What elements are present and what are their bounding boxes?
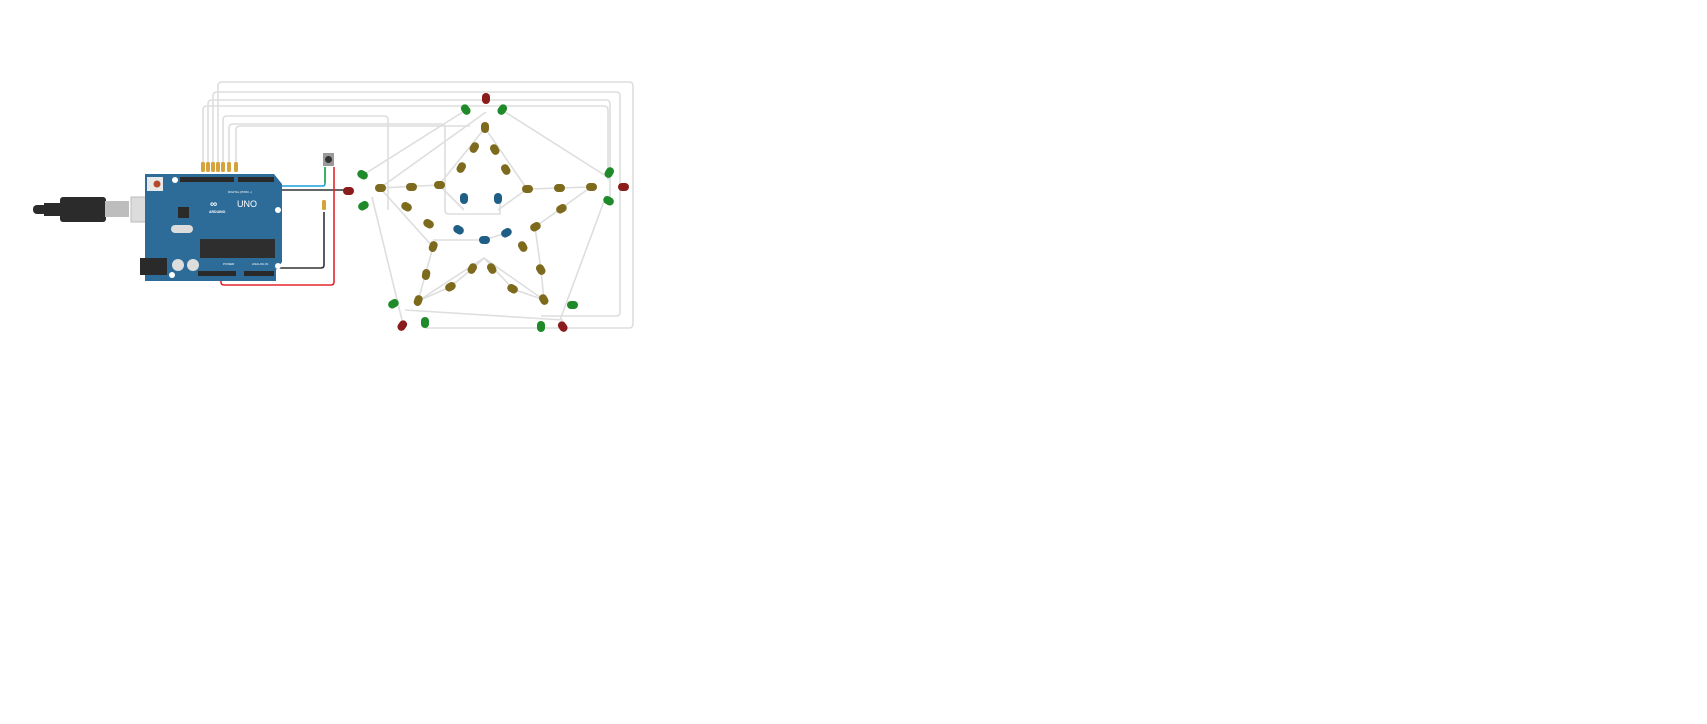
wire xyxy=(433,184,528,241)
wire xyxy=(222,115,389,210)
led-olive[interactable] xyxy=(455,161,467,175)
led-olive[interactable] xyxy=(444,281,458,293)
led-green[interactable] xyxy=(357,200,371,212)
led-olive[interactable] xyxy=(468,141,480,155)
model-label: UNO xyxy=(237,199,257,209)
led-olive[interactable] xyxy=(486,262,498,276)
black-wire-gnd xyxy=(276,212,325,269)
resistor[interactable] xyxy=(234,162,238,172)
led-olive[interactable] xyxy=(554,184,565,192)
led-olive[interactable] xyxy=(406,183,417,191)
usb-cable[interactable] xyxy=(33,196,166,223)
digital-label: DIGITAL (PWM ~) xyxy=(228,190,252,194)
wire xyxy=(501,109,610,179)
resistors xyxy=(201,162,326,210)
arduino-uno-board[interactable]: ∞ UNO ARDUINO DIGITAL (PWM ~) POWER ANAL… xyxy=(140,174,282,281)
led-olive[interactable] xyxy=(375,184,386,192)
led-blue[interactable] xyxy=(452,224,466,236)
wire xyxy=(235,125,470,162)
led-olive[interactable] xyxy=(538,293,550,307)
led-olive[interactable] xyxy=(400,201,414,213)
wire xyxy=(212,91,621,317)
brand-label: ARDUINO xyxy=(209,210,226,214)
led-olive[interactable] xyxy=(506,283,520,295)
led-green[interactable] xyxy=(387,298,401,310)
led-blue[interactable] xyxy=(500,227,514,239)
resistor[interactable] xyxy=(221,162,225,172)
resistor[interactable] xyxy=(227,162,231,172)
led-olive[interactable] xyxy=(489,143,501,157)
led-red[interactable] xyxy=(396,319,409,333)
led-green[interactable] xyxy=(603,166,615,180)
led-green[interactable] xyxy=(602,195,616,207)
led-olive[interactable] xyxy=(586,183,597,191)
led-blue[interactable] xyxy=(460,193,468,204)
wire xyxy=(207,99,611,200)
wire xyxy=(371,196,403,321)
led-olive[interactable] xyxy=(535,263,547,277)
analog-label: ANALOG IN xyxy=(252,262,268,266)
wire xyxy=(417,257,545,302)
wire xyxy=(559,195,607,321)
pushbutton[interactable] xyxy=(323,153,334,166)
red-wire xyxy=(220,167,335,286)
led-olive[interactable] xyxy=(481,122,489,133)
wire xyxy=(217,81,634,329)
led-red[interactable] xyxy=(343,187,354,195)
led-green[interactable] xyxy=(567,301,578,309)
led-green[interactable] xyxy=(356,169,370,181)
led-olive[interactable] xyxy=(517,240,529,254)
led-red[interactable] xyxy=(482,93,490,104)
resistor[interactable] xyxy=(216,162,220,172)
leds xyxy=(343,93,629,334)
led-green[interactable] xyxy=(537,321,545,332)
resistor[interactable] xyxy=(201,162,205,172)
led-olive[interactable] xyxy=(434,181,445,189)
led-olive[interactable] xyxy=(529,221,543,233)
wire xyxy=(362,109,467,176)
resistor[interactable] xyxy=(322,200,326,210)
led-blue[interactable] xyxy=(479,236,490,244)
led-blue[interactable] xyxy=(494,193,502,204)
led-olive[interactable] xyxy=(428,240,439,253)
power-label: POWER xyxy=(223,262,235,266)
led-red[interactable] xyxy=(618,183,629,191)
led-olive[interactable] xyxy=(522,185,533,193)
wire xyxy=(202,105,609,180)
led-red[interactable] xyxy=(556,320,569,334)
blue-wire xyxy=(240,167,326,187)
resistor[interactable] xyxy=(206,162,210,172)
led-green[interactable] xyxy=(421,317,429,328)
led-olive[interactable] xyxy=(500,163,512,177)
led-olive[interactable] xyxy=(413,294,424,307)
led-green[interactable] xyxy=(459,103,472,117)
led-olive[interactable] xyxy=(466,262,478,276)
resistor[interactable] xyxy=(211,162,215,172)
arduino-logo-icon: ∞ xyxy=(210,199,217,210)
led-olive[interactable] xyxy=(555,203,569,215)
wire xyxy=(404,309,564,321)
led-green[interactable] xyxy=(496,103,509,117)
led-olive[interactable] xyxy=(421,268,431,280)
led-olive[interactable] xyxy=(422,218,436,230)
